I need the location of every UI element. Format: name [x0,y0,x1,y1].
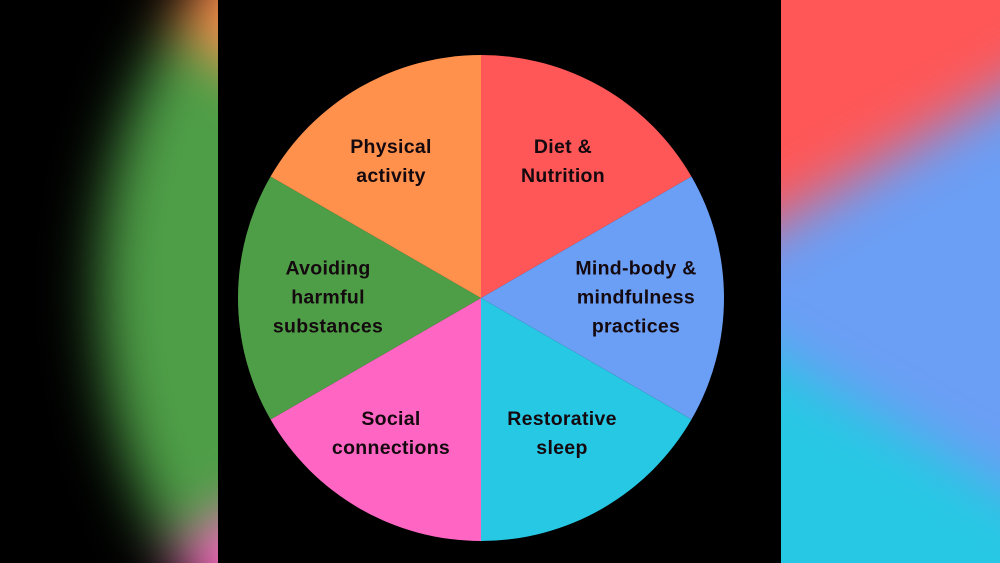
pie-segment-avoiding-harmful-substances [237,176,481,420]
pie-segment-social-connections [270,298,481,541]
label-mind-body: Mind-body & mindfulness practices [575,257,697,338]
blurred-right-background [781,0,1000,563]
pie-segment-mind-body [481,176,724,420]
label-avoiding-harmful-substances: Avoiding harmful substances [272,257,384,338]
blurred-segment-social-connections [169,522,218,563]
wellness-pie-chart [237,55,724,541]
label-diet-nutrition: Diet & Nutrition [521,136,605,187]
pie-segment-restorative-sleep [481,298,692,541]
label-restorative-sleep: Restorative sleep [507,408,617,459]
pie-segment-physical-activity [270,55,481,298]
blurred-segment-physical-activity [169,0,218,58]
blurred-pie-right [781,0,1000,563]
blurred-segment-diet-nutrition [781,0,1000,221]
blurred-segment-avoiding-harmful-substances [100,30,218,550]
label-physical-activity: Physical activity [350,136,432,187]
blurred-segment-restorative-sleep [781,359,1000,563]
blurred-left-background [0,0,218,563]
label-social-connections: Social connections [331,408,451,459]
pie-segment-diet-nutrition [481,55,692,298]
blurred-segment-mind-body [781,94,1000,486]
blurred-pie-left [100,0,218,563]
